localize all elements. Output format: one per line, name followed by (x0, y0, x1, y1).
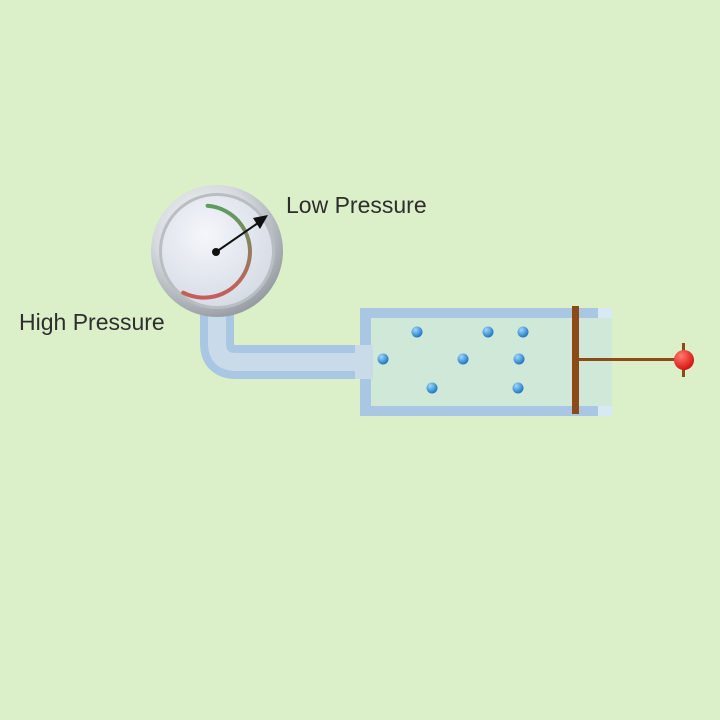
gas-particle (513, 353, 525, 365)
pressure-gauge (151, 185, 283, 317)
low-pressure-label: Low Pressure (286, 192, 427, 218)
plunger-handle-knob[interactable] (674, 350, 694, 370)
high-pressure-label: High Pressure (19, 309, 165, 335)
needle-arrowhead (253, 215, 268, 229)
gauge-needle-icon (215, 222, 259, 253)
gas-particle (426, 382, 438, 394)
gauge-scale-arc (181, 203, 252, 300)
gas-particle (411, 326, 423, 338)
gas-particle (457, 353, 469, 365)
plunger-rod (578, 358, 684, 361)
gas-particles (377, 326, 529, 394)
gas-particle (377, 353, 389, 365)
gas-particle (517, 326, 529, 338)
plunger[interactable] (572, 306, 694, 414)
connecting-tube (200, 310, 362, 379)
plunger-head (572, 306, 579, 414)
gas-particle (512, 382, 524, 394)
gas-particle (482, 326, 494, 338)
gauge-pivot (212, 248, 220, 256)
